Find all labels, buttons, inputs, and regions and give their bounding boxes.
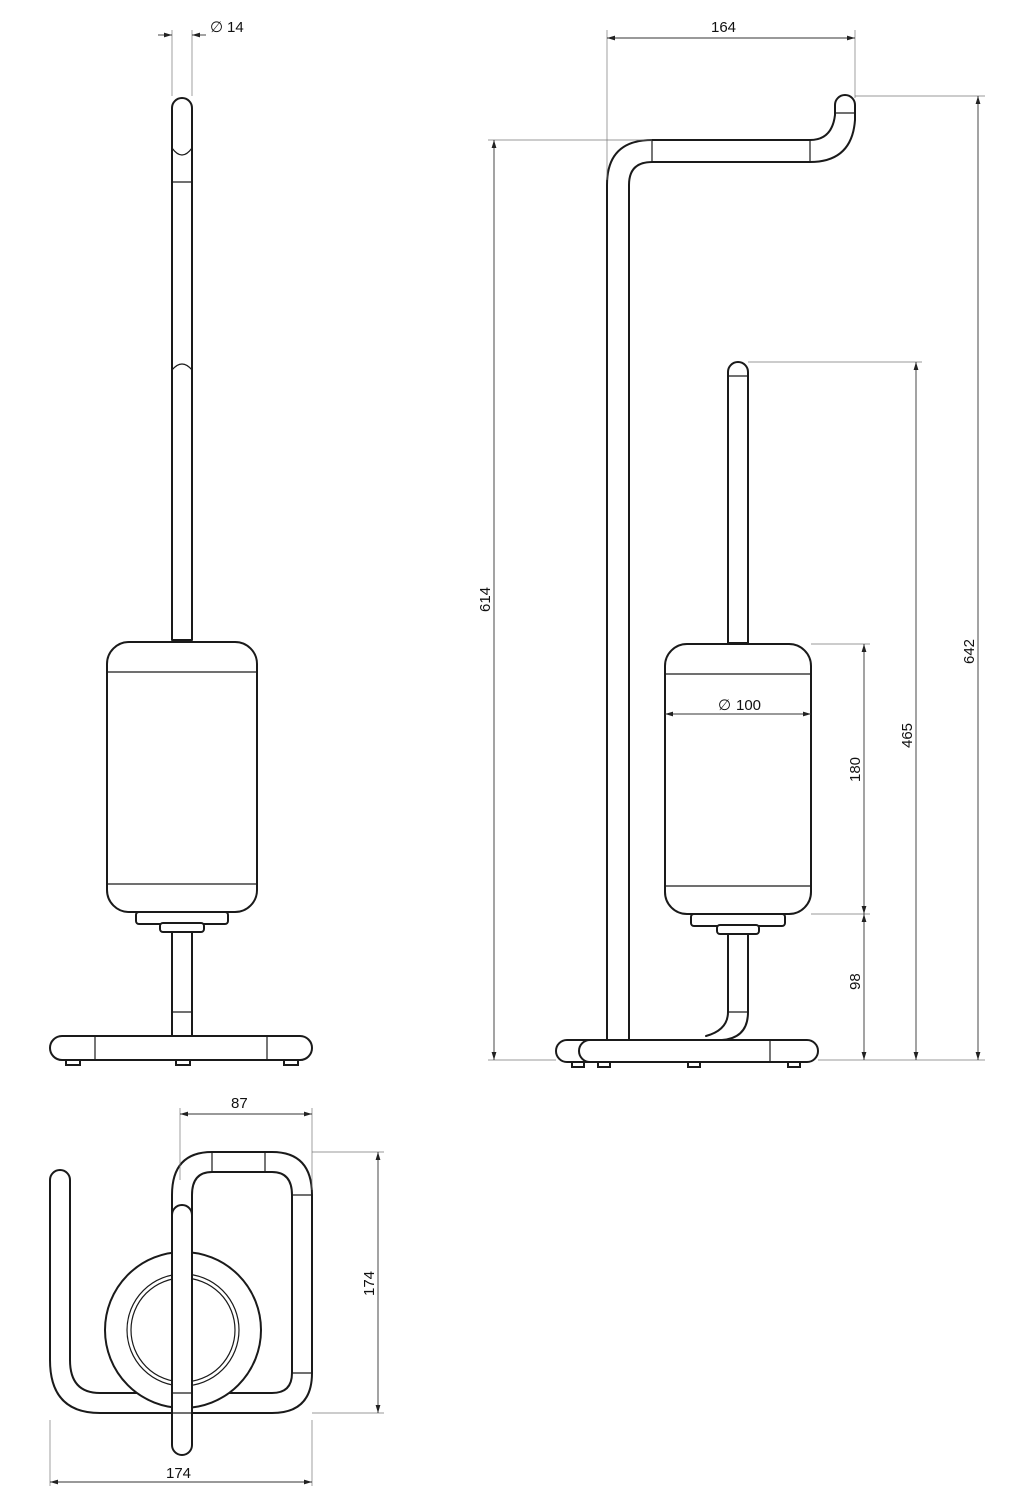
side-stand-stem [705, 933, 749, 1041]
dim-top-depth-value: 174 [361, 1271, 378, 1296]
dim-container-height-value: 180 [847, 757, 864, 782]
dim-container-height: 180 [811, 643, 870, 915]
dim-top-overall-width: 174 [49, 1420, 313, 1486]
side-paper-holder-arm [606, 94, 856, 1041]
top-brush-handle [171, 1204, 193, 1456]
dim-column-height: 614 [477, 139, 652, 1061]
dim-top-inner-width-value: 87 [231, 1095, 248, 1112]
dim-overall-height: 642 [818, 95, 985, 1061]
dim-brush-height-value: 465 [899, 723, 916, 748]
dim-tube-diameter-value: 14 [227, 19, 244, 36]
dim-top-depth: 174 [312, 1151, 384, 1414]
front-brush-handle [171, 97, 193, 641]
top-paper-arm [49, 1169, 181, 1414]
dim-container-base-height-value: 98 [847, 973, 864, 990]
side-stand-base [555, 1039, 819, 1063]
front-stand-stem [171, 931, 193, 1037]
front-stand-base [49, 1035, 313, 1061]
dim-overall-width-value: 164 [711, 19, 736, 36]
dim-tube-diameter-symbol: ∅ [210, 19, 223, 36]
front-view: ∅ 14 [49, 19, 313, 1066]
dim-top-inner-width: 87 [179, 1095, 313, 1190]
dim-overall-width: 164 [606, 19, 856, 180]
dim-container-diameter-symbol: ∅ [718, 697, 731, 714]
dim-container-base-height: 98 [847, 914, 867, 1060]
dim-container-diameter: ∅ 100 [665, 697, 811, 717]
dim-tube-diameter: ∅ 14 [158, 19, 244, 96]
side-brush-container [664, 643, 812, 915]
dim-top-overall-width-value: 174 [166, 1465, 191, 1482]
front-brush-container [106, 641, 258, 913]
dim-brush-height: 465 [748, 361, 922, 1060]
top-view: 87 174 174 [49, 1095, 384, 1486]
side-brush-handle [727, 361, 749, 644]
side-view: 164 614 642 465 180 [477, 19, 985, 1068]
dim-container-diameter-value: 100 [736, 697, 761, 714]
dim-column-height-value: 614 [477, 587, 494, 612]
dim-overall-height-value: 642 [961, 639, 978, 664]
